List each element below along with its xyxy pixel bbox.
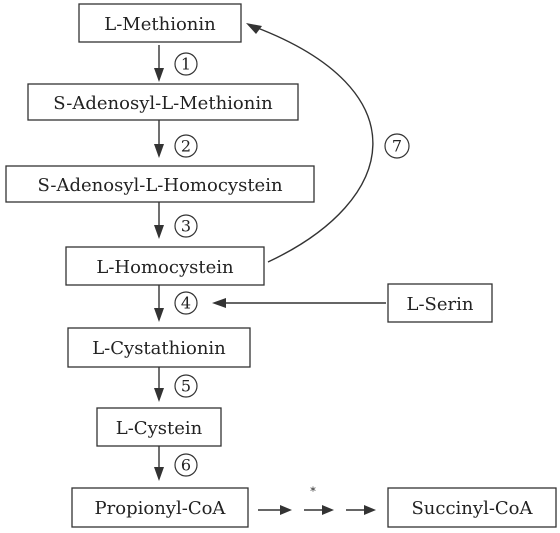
step-4-number: 4 <box>181 294 191 313</box>
step-7-circle <box>384 133 410 159</box>
step-2-number: 2 <box>181 137 191 156</box>
step-6-number: 6 <box>181 456 191 475</box>
node-methionin-label: L-Methionin <box>104 14 216 35</box>
node-sam-label: S-Adenosyl-L-Methionin <box>53 93 273 114</box>
node-sah-box <box>5 165 315 203</box>
node-methionin-box <box>78 3 242 43</box>
node-homocystein-box <box>65 246 265 286</box>
node-cystathionin-label: L-Cystathionin <box>92 338 226 359</box>
arrow-7-curve <box>254 26 374 263</box>
arrow-5-head <box>154 388 164 402</box>
node-cystathionin-box <box>67 327 251 368</box>
dash-3-head <box>364 505 376 515</box>
dash-2-head <box>322 505 334 515</box>
node-succinyl-box <box>387 487 557 528</box>
step-7-number: 7 <box>392 137 402 156</box>
step-3-circle <box>174 214 198 238</box>
arrow-3-head <box>154 225 164 239</box>
step-5-circle <box>174 374 198 398</box>
node-sam-box <box>27 83 299 121</box>
arrow-4-head <box>154 308 164 322</box>
arrow-7-head <box>246 23 262 34</box>
node-homocystein-label: L-Homocystein <box>96 257 234 278</box>
dash-1-head <box>280 505 292 515</box>
arrow-6-head <box>154 467 164 481</box>
node-serin-box <box>387 283 493 323</box>
node-cystein-box <box>96 407 222 447</box>
dashed-arrow-marker: * <box>310 485 316 498</box>
node-propionyl-box <box>71 487 249 528</box>
node-serin-label: L-Serin <box>407 294 474 315</box>
node-cystein-label: L-Cystein <box>116 418 203 439</box>
node-propionyl-label: Propionyl-CoA <box>95 498 227 519</box>
step-2-circle <box>174 134 198 158</box>
node-succinyl-label: Succinyl-CoA <box>411 498 533 519</box>
step-3-number: 3 <box>181 217 191 236</box>
step-6-circle <box>174 453 198 477</box>
step-4-circle <box>174 291 198 315</box>
node-sah-label: S-Adenosyl-L-Homocystein <box>37 175 283 196</box>
step-1-number: 1 <box>181 55 191 74</box>
step-1-circle <box>174 52 198 76</box>
serin-arrow-head <box>212 298 226 308</box>
step-5-number: 5 <box>181 377 191 396</box>
arrow-2-head <box>154 144 164 158</box>
arrow-1-head <box>154 68 164 82</box>
